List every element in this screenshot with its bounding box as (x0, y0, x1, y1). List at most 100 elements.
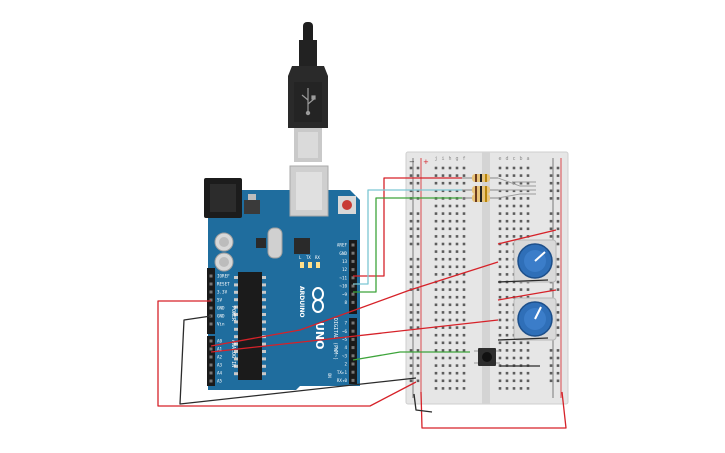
rail-hole (409, 303, 413, 307)
rail-hole (416, 379, 420, 383)
breadboard-hole (462, 235, 466, 238)
breadboard-hole (448, 326, 452, 329)
breadboard-hole (455, 174, 459, 177)
breadboard-hole (462, 326, 466, 329)
header-pin (209, 274, 213, 278)
header-pin (351, 259, 355, 263)
digital-header-lower (349, 318, 357, 384)
breadboard-hole (462, 212, 466, 215)
atmega-chip (238, 272, 262, 380)
breadboard-hole (498, 356, 502, 360)
breadboard-hole (441, 318, 445, 322)
rail-hole (416, 219, 420, 223)
pin-label: RX◂0 (337, 378, 348, 383)
rail-hole (549, 379, 553, 383)
rail-hole (416, 257, 420, 261)
breadboard-hole (441, 189, 445, 193)
rail-hole (416, 326, 420, 329)
led-label-tx: TX (306, 255, 311, 260)
push-button[interactable] (474, 348, 500, 366)
breadboard-hole (434, 356, 438, 360)
breadboard-hole (505, 181, 509, 185)
breadboard-hole (448, 311, 452, 314)
wire-red-top-rail (497, 229, 557, 245)
breadboard-hole (448, 189, 452, 193)
breadboard-hole (498, 295, 502, 299)
potentiometer-1[interactable] (513, 239, 557, 283)
breadboard-hole (441, 257, 445, 261)
breadboard-hole (512, 181, 516, 185)
breadboard-hole (526, 356, 530, 360)
analog-header-label: ANALOG IN (230, 340, 236, 367)
rail-hole (409, 333, 413, 337)
breadboard-hole (441, 371, 445, 375)
pin-label: 13 (342, 259, 348, 264)
rail-hole (556, 273, 560, 276)
column-letter: h (449, 156, 452, 162)
pin-label: A1 (217, 347, 223, 352)
breadboard-hole (498, 288, 502, 291)
rail-hole (549, 219, 553, 223)
rail-hole (556, 235, 560, 238)
usb-cable (288, 22, 328, 162)
rail-hole (416, 181, 420, 185)
potentiometer-2[interactable] (513, 297, 557, 341)
rail-hole (549, 181, 553, 185)
breadboard-hole (512, 371, 516, 375)
breadboard-hole (441, 333, 445, 337)
breadboard-hole (455, 181, 459, 185)
breadboard-hole (455, 356, 459, 360)
breadboard-hole (441, 227, 445, 231)
breadboard-hole (505, 235, 509, 238)
rail-hole (556, 364, 560, 367)
breadboard-hole (526, 349, 530, 352)
breadboard-hole (462, 189, 466, 193)
voltage-regulator (244, 200, 260, 214)
rail-hole (416, 235, 420, 238)
atmega-pins (234, 276, 266, 376)
pin-label: A4 (217, 371, 223, 376)
breadboard-hole (498, 311, 502, 314)
chip-pin (234, 276, 238, 279)
breadboard-hole (462, 288, 466, 291)
breadboard-hole (526, 189, 530, 193)
pin-label: 7 (344, 321, 347, 326)
pin-label: 4 (344, 345, 347, 350)
breadboard-hole (519, 166, 523, 170)
breadboard-hole (498, 318, 502, 322)
pin-label: IOREF (217, 274, 230, 279)
header-pin (351, 321, 355, 325)
breadboard-hole (434, 166, 438, 170)
rail-hole (416, 318, 420, 322)
rail-hole (409, 227, 413, 231)
rail-hole (409, 349, 413, 352)
rail-hole (556, 265, 560, 269)
breadboard-hole (434, 265, 438, 269)
breadboard-hole (441, 166, 445, 170)
breadboard-hole (498, 341, 502, 345)
rail-hole (416, 371, 420, 375)
rail-hole (409, 326, 413, 329)
breadboard-hole (498, 181, 502, 185)
chip-pin (234, 320, 238, 324)
pin-label: Vin (217, 322, 225, 327)
breadboard-hole (526, 219, 530, 223)
rail-hole (416, 227, 420, 231)
breadboard-hole (505, 326, 509, 329)
wire-black-mid (497, 337, 549, 341)
reset-button[interactable] (338, 196, 356, 214)
breadboard-hole (434, 204, 438, 208)
pin-label: GND (339, 251, 347, 256)
rail-hole (549, 227, 553, 231)
breadboard-hole (441, 235, 445, 238)
rail-hole (416, 212, 420, 215)
breadboard-hole (448, 166, 452, 170)
breadboard-hole (455, 318, 459, 322)
breadboard-hole (512, 235, 516, 238)
chip-pin (262, 290, 266, 294)
breadboard-hole (448, 364, 452, 367)
breadboard-hole (455, 250, 459, 253)
breadboard-hole (505, 189, 509, 193)
header-pin (351, 346, 355, 350)
breadboard-hole (498, 349, 502, 352)
